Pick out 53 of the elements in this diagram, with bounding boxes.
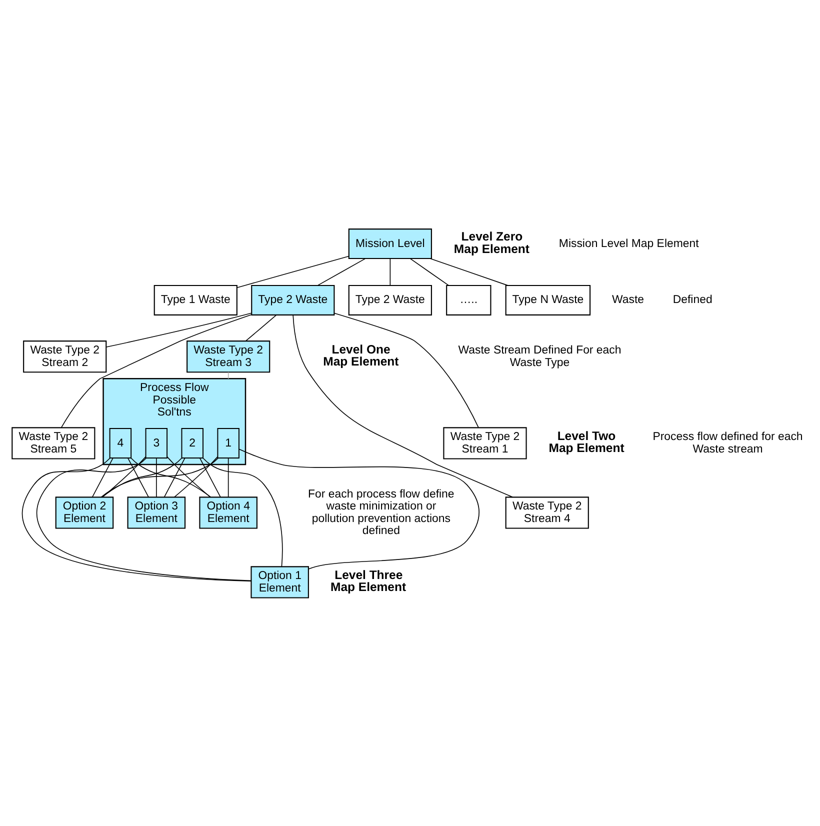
connector	[334, 312, 479, 428]
connector	[102, 458, 182, 498]
label: Waste	[612, 294, 644, 306]
connector	[202, 458, 283, 567]
node-box: 4	[109, 428, 132, 458]
label: Waste Stream Defined For each Waste Type	[458, 344, 622, 369]
node-box: Mission Level	[348, 228, 432, 260]
connector	[238, 448, 480, 570]
connector	[410, 258, 450, 286]
connector	[245, 314, 277, 342]
connector	[292, 314, 514, 498]
label: Mission Level Map Element	[558, 238, 699, 250]
connector	[102, 456, 146, 498]
connector	[100, 458, 219, 498]
connector	[228, 458, 229, 498]
connector	[317, 258, 366, 286]
connector	[156, 458, 157, 498]
node-box: 1	[217, 428, 240, 458]
node-box: Type N Waste	[505, 284, 591, 316]
node-box: Waste Type 2 Stream 4	[505, 496, 589, 529]
node-box: Option 2 Element	[55, 496, 114, 529]
node-box: Waste Type 2 Stream 1	[443, 427, 527, 460]
node-box: Option 3 Element	[127, 496, 186, 529]
label: Level Two Map Element	[548, 428, 624, 456]
connector	[130, 458, 212, 498]
connector	[174, 456, 218, 498]
node-box: Waste Type 2 Stream 2	[23, 340, 107, 373]
connector	[236, 256, 350, 288]
connector	[199, 458, 221, 498]
connector	[127, 458, 149, 498]
node-box: Option 4 Element	[199, 496, 258, 529]
connector	[164, 458, 186, 498]
label: Level Zero Map Element	[454, 230, 530, 256]
node-box: Option 1 Element	[250, 566, 309, 598]
node-box: 3	[145, 428, 168, 458]
connector	[92, 458, 114, 498]
connector	[430, 258, 508, 286]
connector	[60, 314, 252, 428]
node-box: …..	[446, 284, 492, 316]
label: Process flow defined for each Waste stream	[652, 431, 803, 456]
node-box: 2	[181, 428, 204, 458]
connector	[390, 258, 391, 286]
connector	[166, 456, 211, 498]
node-box: Type 2 Waste	[348, 284, 432, 316]
label: Defined	[672, 294, 712, 306]
connector	[106, 312, 252, 348]
node-box: Waste Type 2 Stream 5	[12, 427, 96, 460]
node-box: Type 2 Waste	[251, 284, 335, 316]
label: For each process flow define waste minimization or pollution prevention actions defined	[308, 488, 454, 538]
label: Level One Map Element	[323, 342, 399, 369]
node-box: Type 1 Waste	[154, 284, 238, 316]
label: Level Three Map Element	[330, 568, 406, 594]
node-box: Waste Type 2 Stream 3	[186, 340, 270, 373]
